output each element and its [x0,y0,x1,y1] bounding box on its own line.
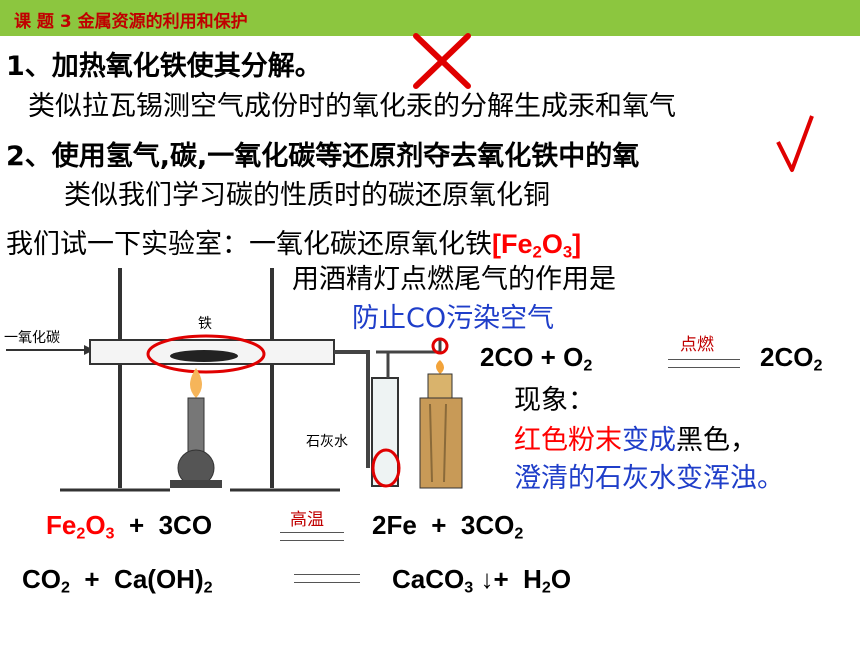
tail-gas-question: 用酒精灯点燃尾气的作用是 [292,264,616,295]
method-2-detail: 类似我们学习碳的性质时的碳还原氧化铜 [64,180,550,211]
method-1-detail: 类似拉瓦锡测空气成份时的氧化汞的分解生成汞和氧气 [28,91,676,122]
experiment-intro: 我们试一下实验室：一氧化碳还原氧化铁[Fe2O3] [6,229,582,262]
equation-3-products: CaCO3 ↓+ H2O [392,564,572,597]
iron-label: 铁 [198,316,212,332]
equation-limewater: CO2 + Ca(OH)2 [22,564,213,597]
equation-iron-reduction: Fe2O3 + 3CO [46,510,213,543]
equation-1-product: 2CO2 [760,342,823,375]
method-2-title: 2、使用氢气,碳,一氧化碳等还原剂夺去氧化铁中的氧 [6,141,640,172]
equation-2-products: 2Fe + 3CO2 [372,510,524,543]
tail-gas-answer: 防止CO污染空气 [352,303,555,334]
apparatus-diagram: 一氧化碳 铁 石灰水 [4,268,463,492]
limewater-label: 石灰水 [306,434,348,450]
method-1-title: 1、加热氧化铁使其分解。 [6,51,322,82]
condition-ignite: 点燃 [680,335,714,355]
title-bar: 课 题 3 金属资源的利用和保护 [0,0,860,36]
phenomena-line-2: 澄清的石灰水变浑浊。 [514,463,784,494]
gas-inlet-label: 一氧化碳 [4,330,60,346]
equation-2-arrow [280,532,344,541]
phenomena-title: 现象： [514,385,595,416]
condition-high-temp: 高温 [290,510,324,530]
lesson-title: 课 题 3 金属资源的利用和保护 [14,12,248,32]
check-mark-icon [776,115,814,172]
equation-co-combustion: 2CO + O2 [480,342,593,375]
cross-mark-icon [413,33,471,89]
equation-1-arrow [668,359,740,368]
phenomena-line-1: 红色粉末变成黑色， [514,425,757,456]
equation-3-arrow [294,574,360,583]
